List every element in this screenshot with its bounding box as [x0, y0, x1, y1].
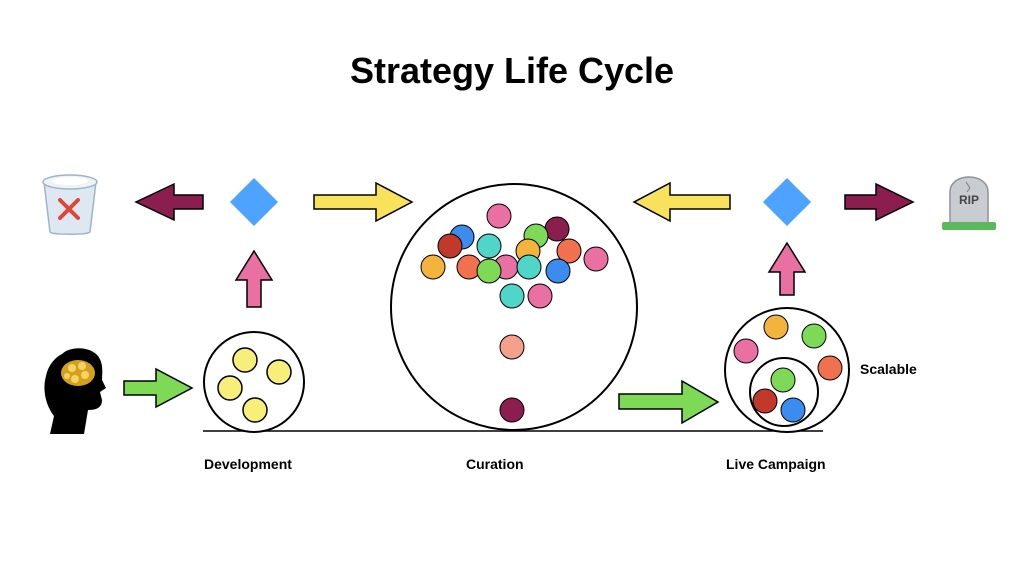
label-scalable: Scalable — [860, 361, 917, 377]
curation-circle — [390, 183, 638, 431]
live-campaign-circle — [724, 307, 850, 433]
arrow-to-discard — [134, 182, 204, 222]
tombstone-icon — [942, 176, 996, 230]
arrow-back-to-curation — [632, 181, 731, 223]
tombstone-text: RIP — [959, 193, 979, 207]
label-curation: Curation — [466, 456, 524, 472]
page-title: Strategy Life Cycle — [349, 50, 675, 91]
label-development: Development — [204, 456, 292, 472]
label-live-campaign: Live Campaign — [726, 456, 826, 472]
arrow-live-to-decision — [767, 241, 807, 296]
arrow-idea-to-development — [123, 367, 194, 409]
decision-diamond-left — [229, 177, 279, 227]
arrow-to-retire — [844, 182, 915, 222]
brain-head-icon — [44, 348, 106, 434]
decision-diamond-right — [762, 177, 812, 227]
arrow-to-curation — [313, 181, 414, 223]
trash-can-icon — [42, 174, 98, 235]
arrow-curation-to-live — [618, 379, 720, 425]
development-circle — [203, 331, 305, 433]
arrow-development-to-decision — [234, 249, 274, 308]
